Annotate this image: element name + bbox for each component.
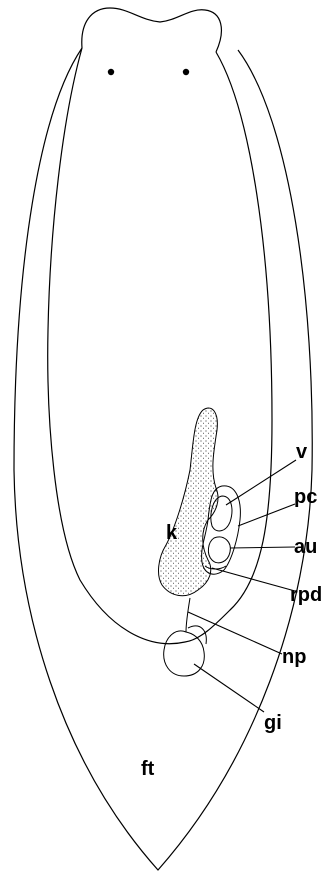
label-ft: ft: [141, 758, 155, 780]
label-pc: pc: [294, 486, 317, 508]
gill-lobe: [188, 626, 206, 644]
leader-au: [230, 547, 295, 548]
label-gi: gi: [264, 712, 282, 734]
head-outline: [82, 8, 222, 52]
label-np: np: [282, 646, 306, 668]
leader-np: [188, 612, 282, 654]
label-k: k: [166, 522, 178, 544]
mantle-outline: [48, 48, 272, 644]
auricle: [208, 537, 230, 563]
label-rpd: rpd: [290, 584, 322, 606]
label-au: au: [294, 536, 317, 558]
kidney: [159, 408, 218, 596]
left-eye: [108, 69, 114, 75]
leader-rpd: [212, 568, 295, 591]
leader-gi: [194, 664, 264, 712]
right-eye: [183, 69, 189, 75]
label-v: v: [296, 441, 308, 463]
leader-v: [226, 460, 296, 505]
